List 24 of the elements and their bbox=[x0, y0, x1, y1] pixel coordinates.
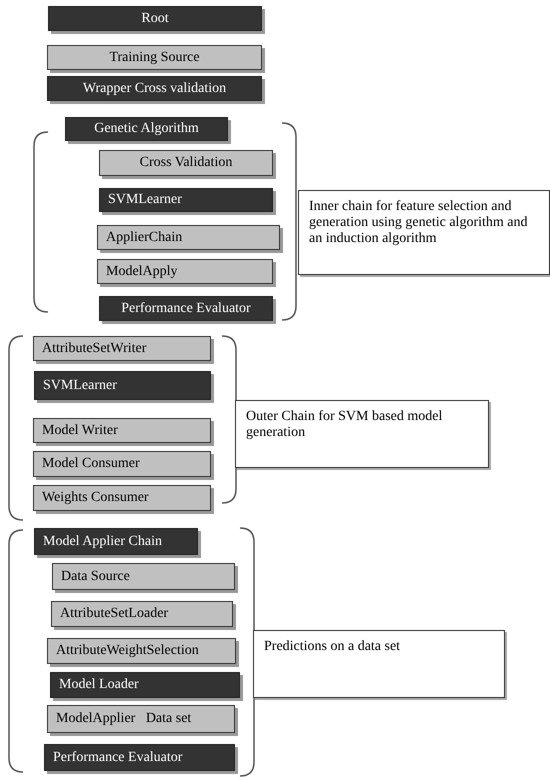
operator-box: Wrapper Cross validation bbox=[47, 76, 262, 101]
operator-box: Cross Validation bbox=[99, 150, 273, 176]
operator-box: AttributeSetLoader bbox=[51, 601, 233, 627]
note-box: Predictions on a data set bbox=[253, 630, 505, 698]
operator-box: SVMLearner bbox=[34, 371, 211, 400]
operator-box: ModelApplier Data set bbox=[47, 705, 235, 733]
operator-box: Data Source bbox=[52, 563, 235, 590]
note-box: Inner chain for feature selection and generation using genetic algorithm and an induction algorithm bbox=[298, 190, 550, 275]
note-box: Outer Chain for SVM based model generation bbox=[235, 400, 489, 468]
operator-box: Root bbox=[48, 6, 262, 31]
operator-box: Performance Evaluator bbox=[99, 296, 273, 321]
operator-box: Model Loader bbox=[50, 672, 240, 698]
operator-box: Training Source bbox=[47, 45, 262, 70]
operator-box: Genetic Algorithm bbox=[65, 117, 228, 141]
operator-box: Model Consumer bbox=[33, 451, 211, 477]
operator-box: Performance Evaluator bbox=[44, 744, 235, 771]
operator-box: Model Applier Chain bbox=[34, 528, 198, 555]
operator-box: AttributeSetWriter bbox=[33, 336, 211, 361]
operator-box: ModelApply bbox=[97, 259, 273, 284]
operator-box: Weights Consumer bbox=[33, 485, 211, 511]
operator-box: SVMLearner bbox=[99, 188, 273, 212]
operator-box: ApplierChain bbox=[97, 225, 280, 250]
operator-box: AttributeWeightSelection bbox=[47, 638, 236, 664]
operator-box: Model Writer bbox=[33, 418, 211, 443]
